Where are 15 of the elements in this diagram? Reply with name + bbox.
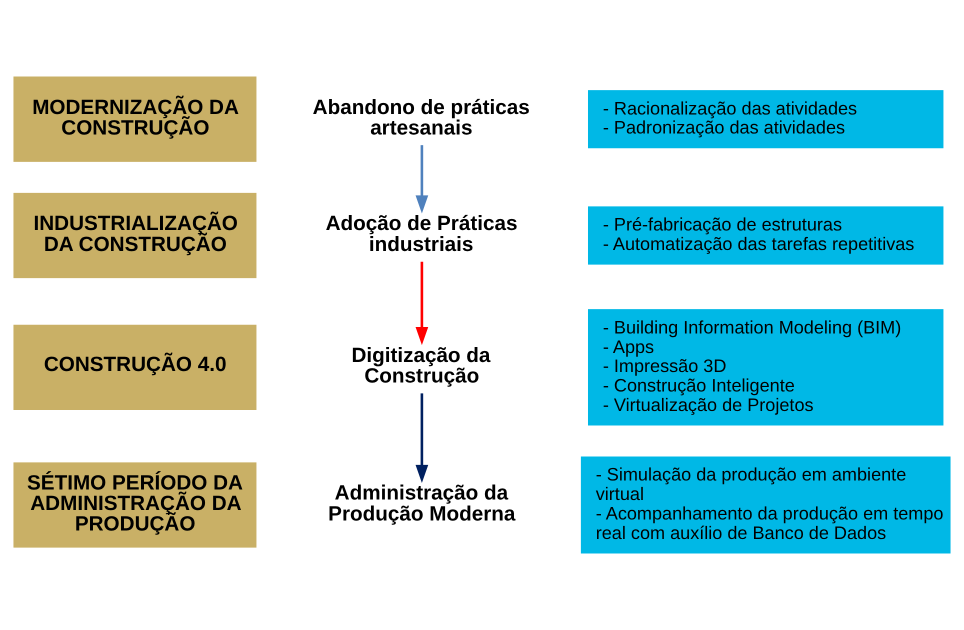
node-box: - Building Information Modeling (BIM) - Apps - Impressão 3D - Construção Inteligente - Virtualização de Projetos: [588, 309, 944, 426]
node-box: - Pré-fabricação de estruturas - Automatização das tarefas repetitivas: [588, 206, 944, 265]
node-box: INDUSTRIALIZAÇÃO DA CONSTRUÇÃO: [13, 192, 256, 278]
node-box: CONSTRUÇÃO 4.0: [13, 324, 256, 410]
node-box: - Simulação da produção em ambiente virtual - Acompanhamento da produção em tempo real com auxílio de Banco de Dados: [580, 456, 951, 554]
arrow: [416, 393, 428, 483]
node-box: - Racionalização das atividades - Padronização das atividades: [588, 90, 944, 148]
node-text: Digitização da Construção: [351, 344, 490, 388]
node-text: Adoção de Práticas industriais: [326, 212, 518, 256]
node-box: SÉTIMO PERÍODO DA ADMINISTRAÇÃO DA PRODUÇÃO: [13, 462, 256, 548]
node-text: Abandono de práticas artesanais: [312, 96, 530, 140]
node-text: Administração da Produção Moderna: [328, 482, 516, 526]
arrow: [416, 145, 428, 214]
arrow: [416, 262, 428, 346]
node-box: MODERNIZAÇÃO DA CONSTRUÇÃO: [13, 76, 256, 162]
